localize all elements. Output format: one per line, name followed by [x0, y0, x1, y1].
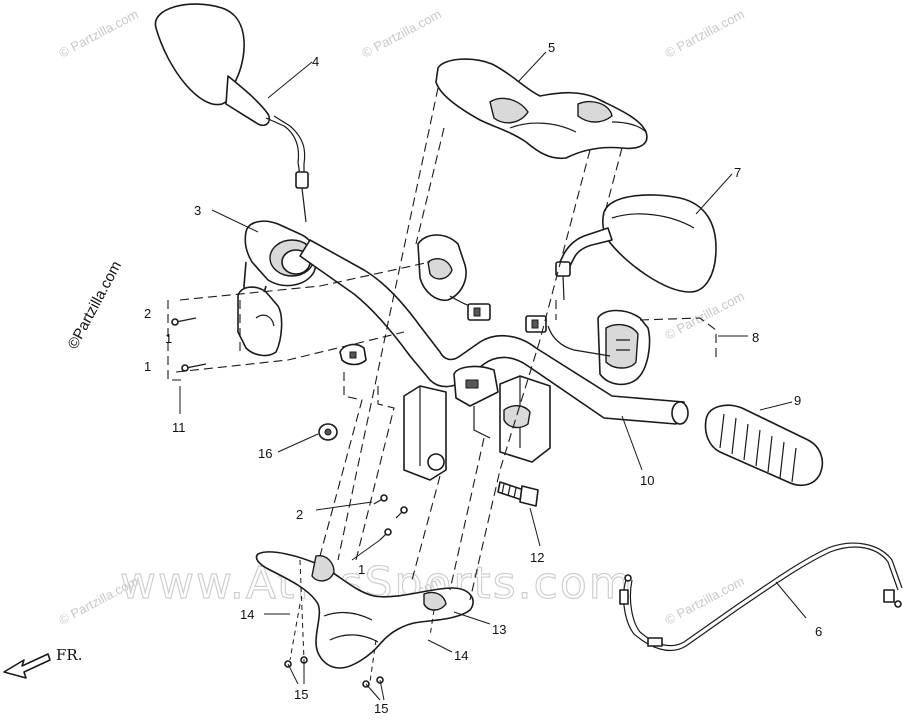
watermark-side: ©Partzilla.com — [65, 258, 126, 352]
front-direction-label: FR. — [56, 646, 82, 664]
callout-15: 15 — [374, 701, 388, 716]
right-grip — [704, 404, 824, 487]
bolt-12 — [497, 481, 539, 507]
screws — [171, 317, 408, 541]
callout-4: 4 — [312, 54, 319, 69]
callout-16: 16 — [258, 446, 272, 461]
callout-13: 13 — [492, 622, 506, 637]
callout-1: 1 — [358, 562, 365, 577]
watermark-small: © Partzilla.com — [662, 6, 746, 60]
callout-14: 14 — [240, 607, 254, 622]
mount-clip-left — [339, 343, 367, 366]
callout-12: 12 — [530, 550, 544, 565]
callout-5: 5 — [548, 40, 555, 55]
callout-10: 10 — [640, 473, 654, 488]
front-direction-indicator: FR. — [3, 646, 82, 679]
leader-lines — [179, 51, 807, 701]
watermark-small: © Partzilla.com — [662, 573, 746, 627]
left-switch-lower-half — [237, 286, 283, 357]
washer-16 — [318, 423, 338, 441]
handlebar-clamp-upper — [499, 375, 551, 463]
right-mirror — [555, 194, 717, 301]
handlebar-tube — [299, 239, 689, 425]
callout-1: 1 — [144, 359, 151, 374]
center-post — [453, 365, 499, 439]
callout-3: 3 — [194, 203, 201, 218]
callout-6: 6 — [815, 624, 822, 639]
handlebar-clamp-lower — [403, 385, 447, 481]
callout-11: 11 — [172, 420, 186, 435]
left-switch-connector — [417, 234, 491, 321]
callout-9: 9 — [794, 393, 801, 408]
throttle-cable — [619, 542, 903, 651]
callout-1: 1 — [165, 331, 172, 346]
callout-8: 8 — [752, 330, 759, 345]
assembly-lines — [167, 87, 717, 683]
right-switch-housing — [597, 309, 651, 386]
callout-2: 2 — [144, 306, 151, 321]
lower-handlebar-cover — [255, 551, 474, 669]
upper-handlebar-cover — [435, 58, 648, 160]
watermark-small: © Partzilla.com — [56, 6, 140, 60]
callout-2: 2 — [296, 507, 303, 522]
callout-7: 7 — [734, 165, 741, 180]
left-mirror — [154, 3, 309, 223]
watermark-small: © Partzilla.com — [662, 288, 746, 342]
front-arrow-icon — [3, 653, 51, 679]
callout-15: 15 — [294, 687, 308, 702]
watermark-small: © Partzilla.com — [359, 6, 443, 60]
right-switch-wire — [525, 315, 611, 357]
callout-14: 14 — [454, 648, 468, 663]
callout-labels: 1 1 1 2 2 3 4 5 6 7 8 9 10 11 12 13 14 1… — [144, 40, 822, 716]
